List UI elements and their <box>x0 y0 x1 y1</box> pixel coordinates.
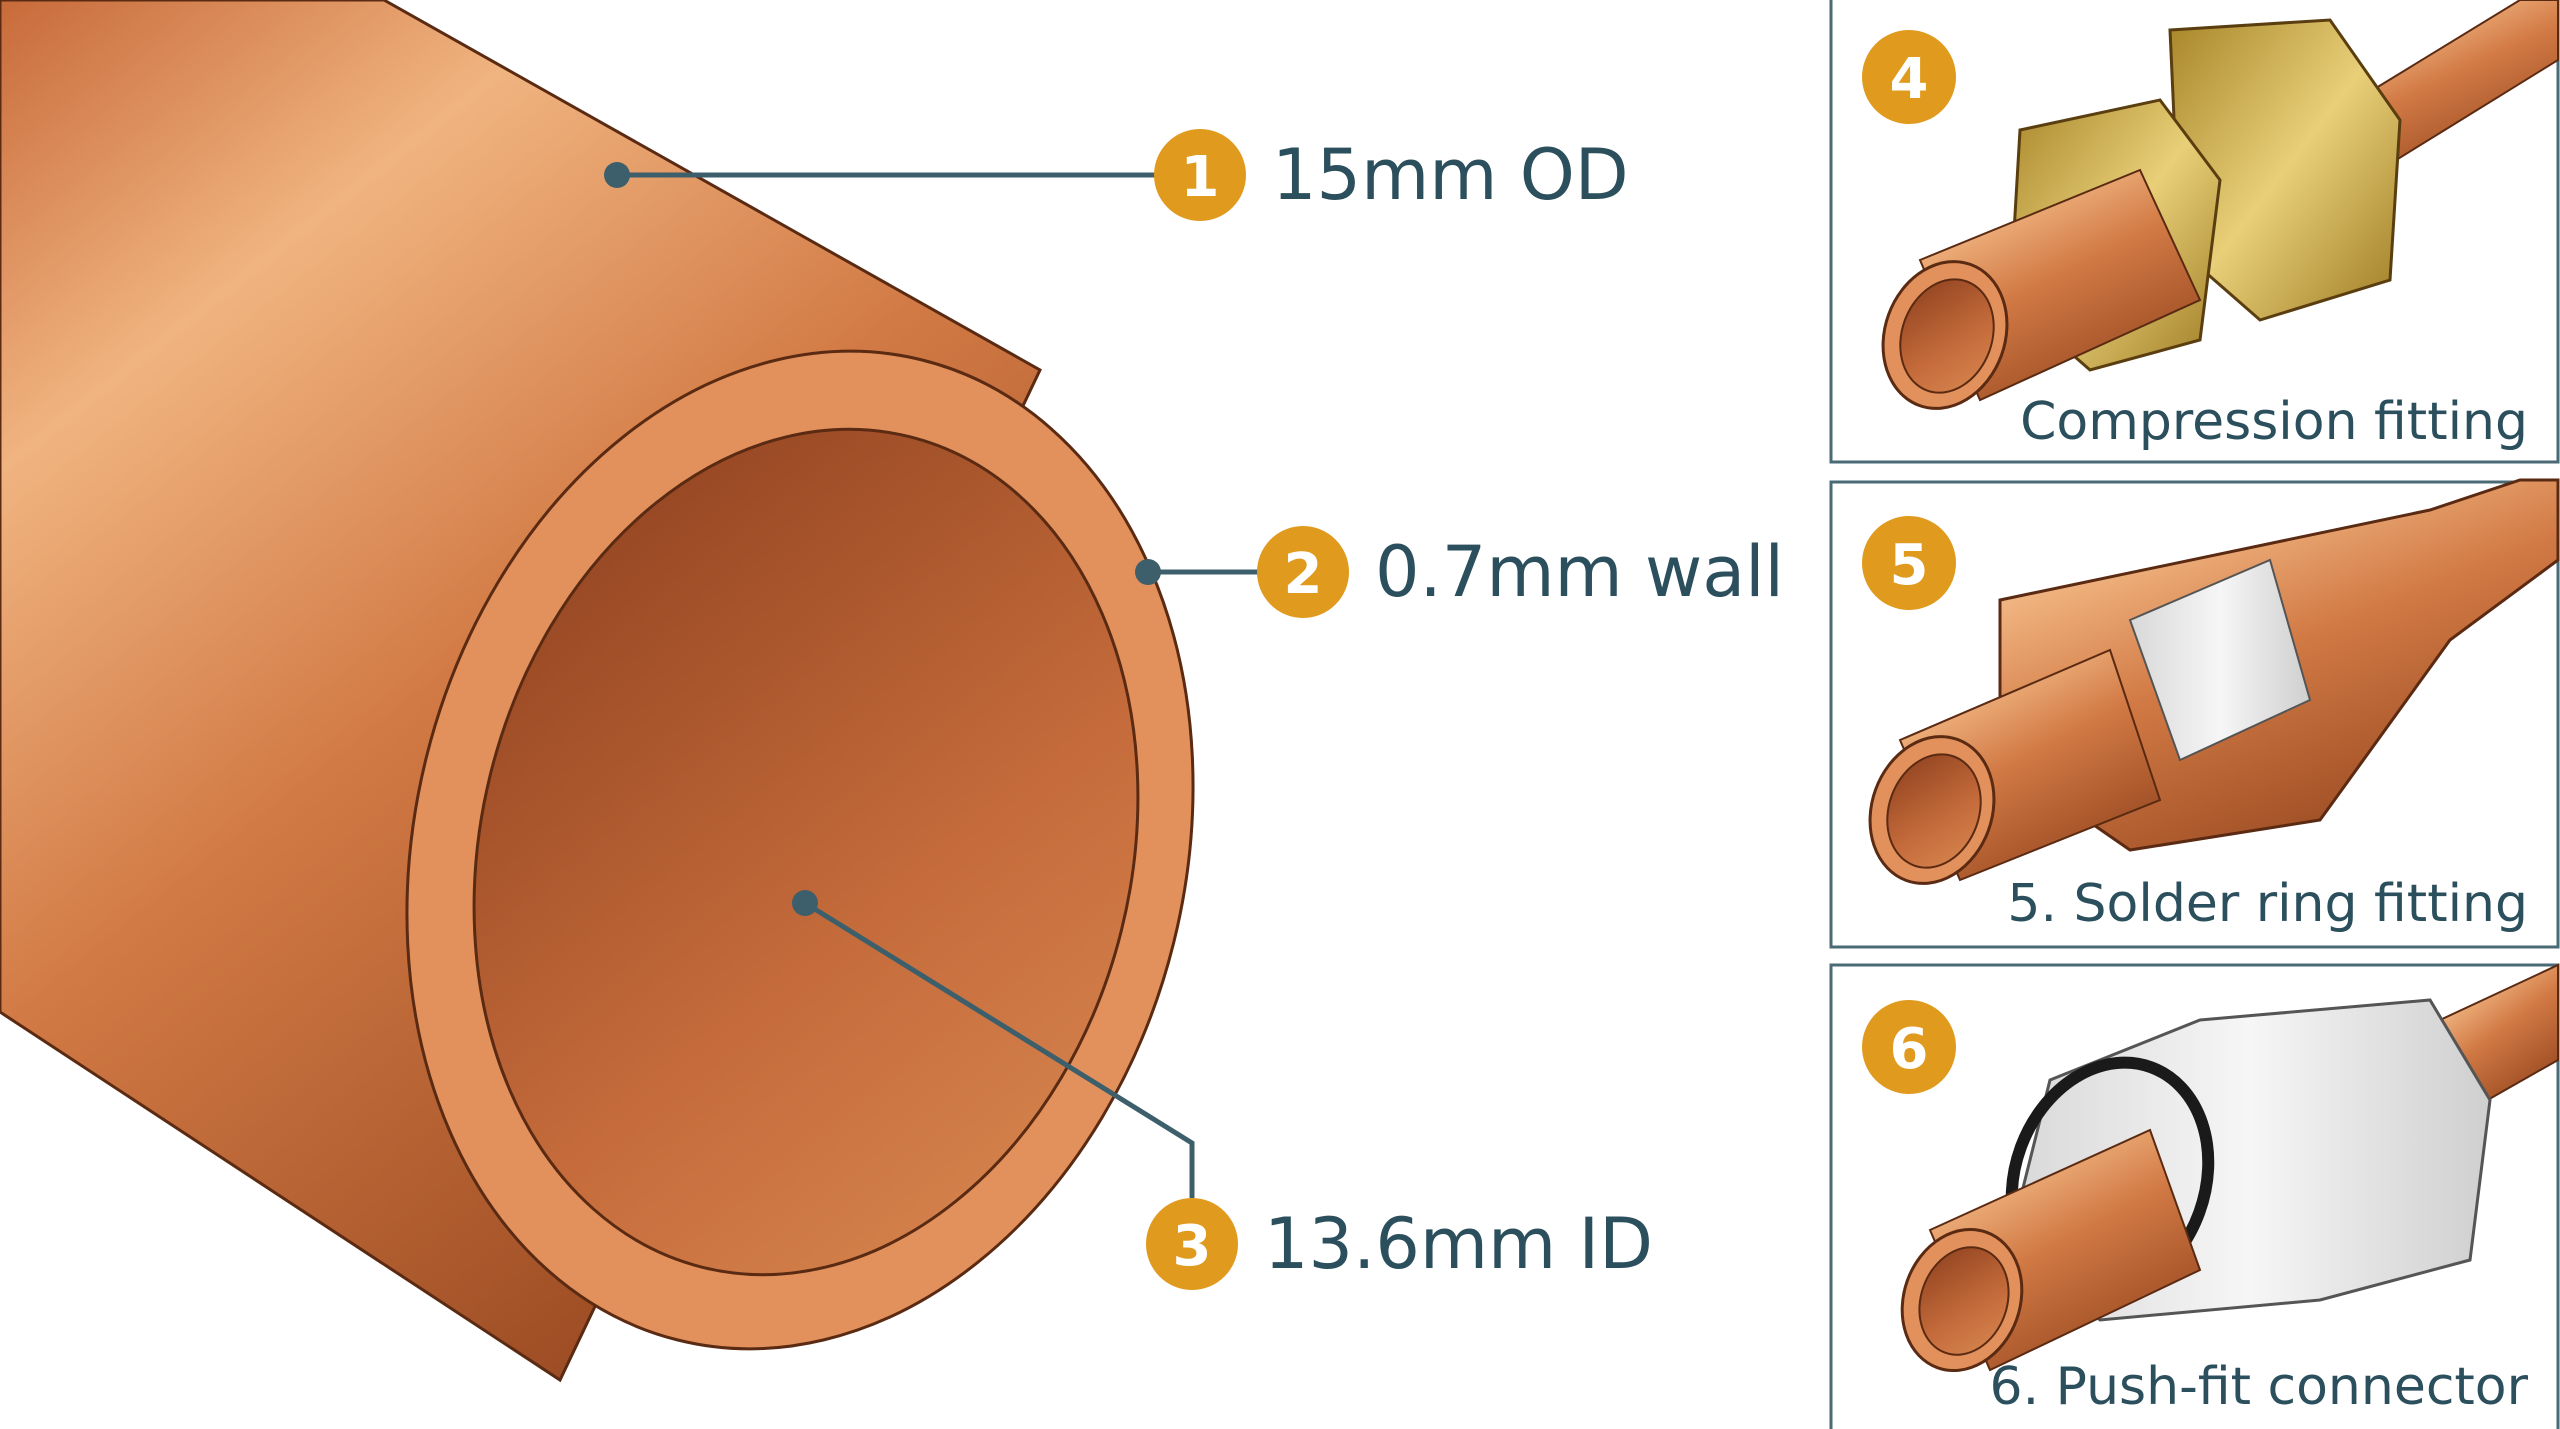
callout-wall-thickness: 2 0.7mm wall <box>1135 526 1784 618</box>
callout-number: 2 <box>1284 542 1323 607</box>
copper-pipe-illustration <box>0 0 1195 1383</box>
pipe-bore <box>1918 1246 2010 1356</box>
solder-ring-cutaway <box>2128 558 2312 762</box>
panel-number: 4 <box>1890 47 1929 112</box>
panel-number: 5 <box>1890 533 1929 598</box>
callout-badge <box>1257 526 1349 618</box>
callout-inner-diameter: 3 13.6mm ID <box>792 890 1653 1290</box>
panel-push-fit-connector: 6 6. Push-fit connector <box>1829 963 2560 1429</box>
callout-badge <box>1154 129 1246 221</box>
pipe-bore <box>1899 278 1995 394</box>
callout-outer-diameter: 1 15mm OD <box>604 129 1629 221</box>
callout-label: 13.6mm ID <box>1264 1203 1653 1285</box>
panel-number: 6 <box>1890 1017 1929 1082</box>
callout-number: 3 <box>1173 1214 1212 1279</box>
panel-label: 5. Solder ring fitting <box>2007 874 2528 934</box>
panel-label: 6. Push-fit connector <box>1989 1357 2528 1417</box>
callout-number: 1 <box>1181 145 1220 210</box>
callout-label: 0.7mm wall <box>1375 531 1784 613</box>
pipe-bore <box>1886 753 1982 869</box>
callout-label: 15mm OD <box>1272 134 1629 216</box>
panel-compression-fitting: 4 Compression fitting <box>1829 0 2560 464</box>
panel-solder-ring-fitting: 5 5. Solder ring fitting <box>1829 478 2560 949</box>
pipe-bore <box>472 427 1140 1277</box>
panel-badge <box>1862 1000 1956 1094</box>
callout-badge <box>1146 1198 1238 1290</box>
panel-label: Compression fitting <box>2020 392 2528 452</box>
panel-badge <box>1862 30 1956 124</box>
panel-badge <box>1862 516 1956 610</box>
leader-line <box>803 900 1195 1198</box>
